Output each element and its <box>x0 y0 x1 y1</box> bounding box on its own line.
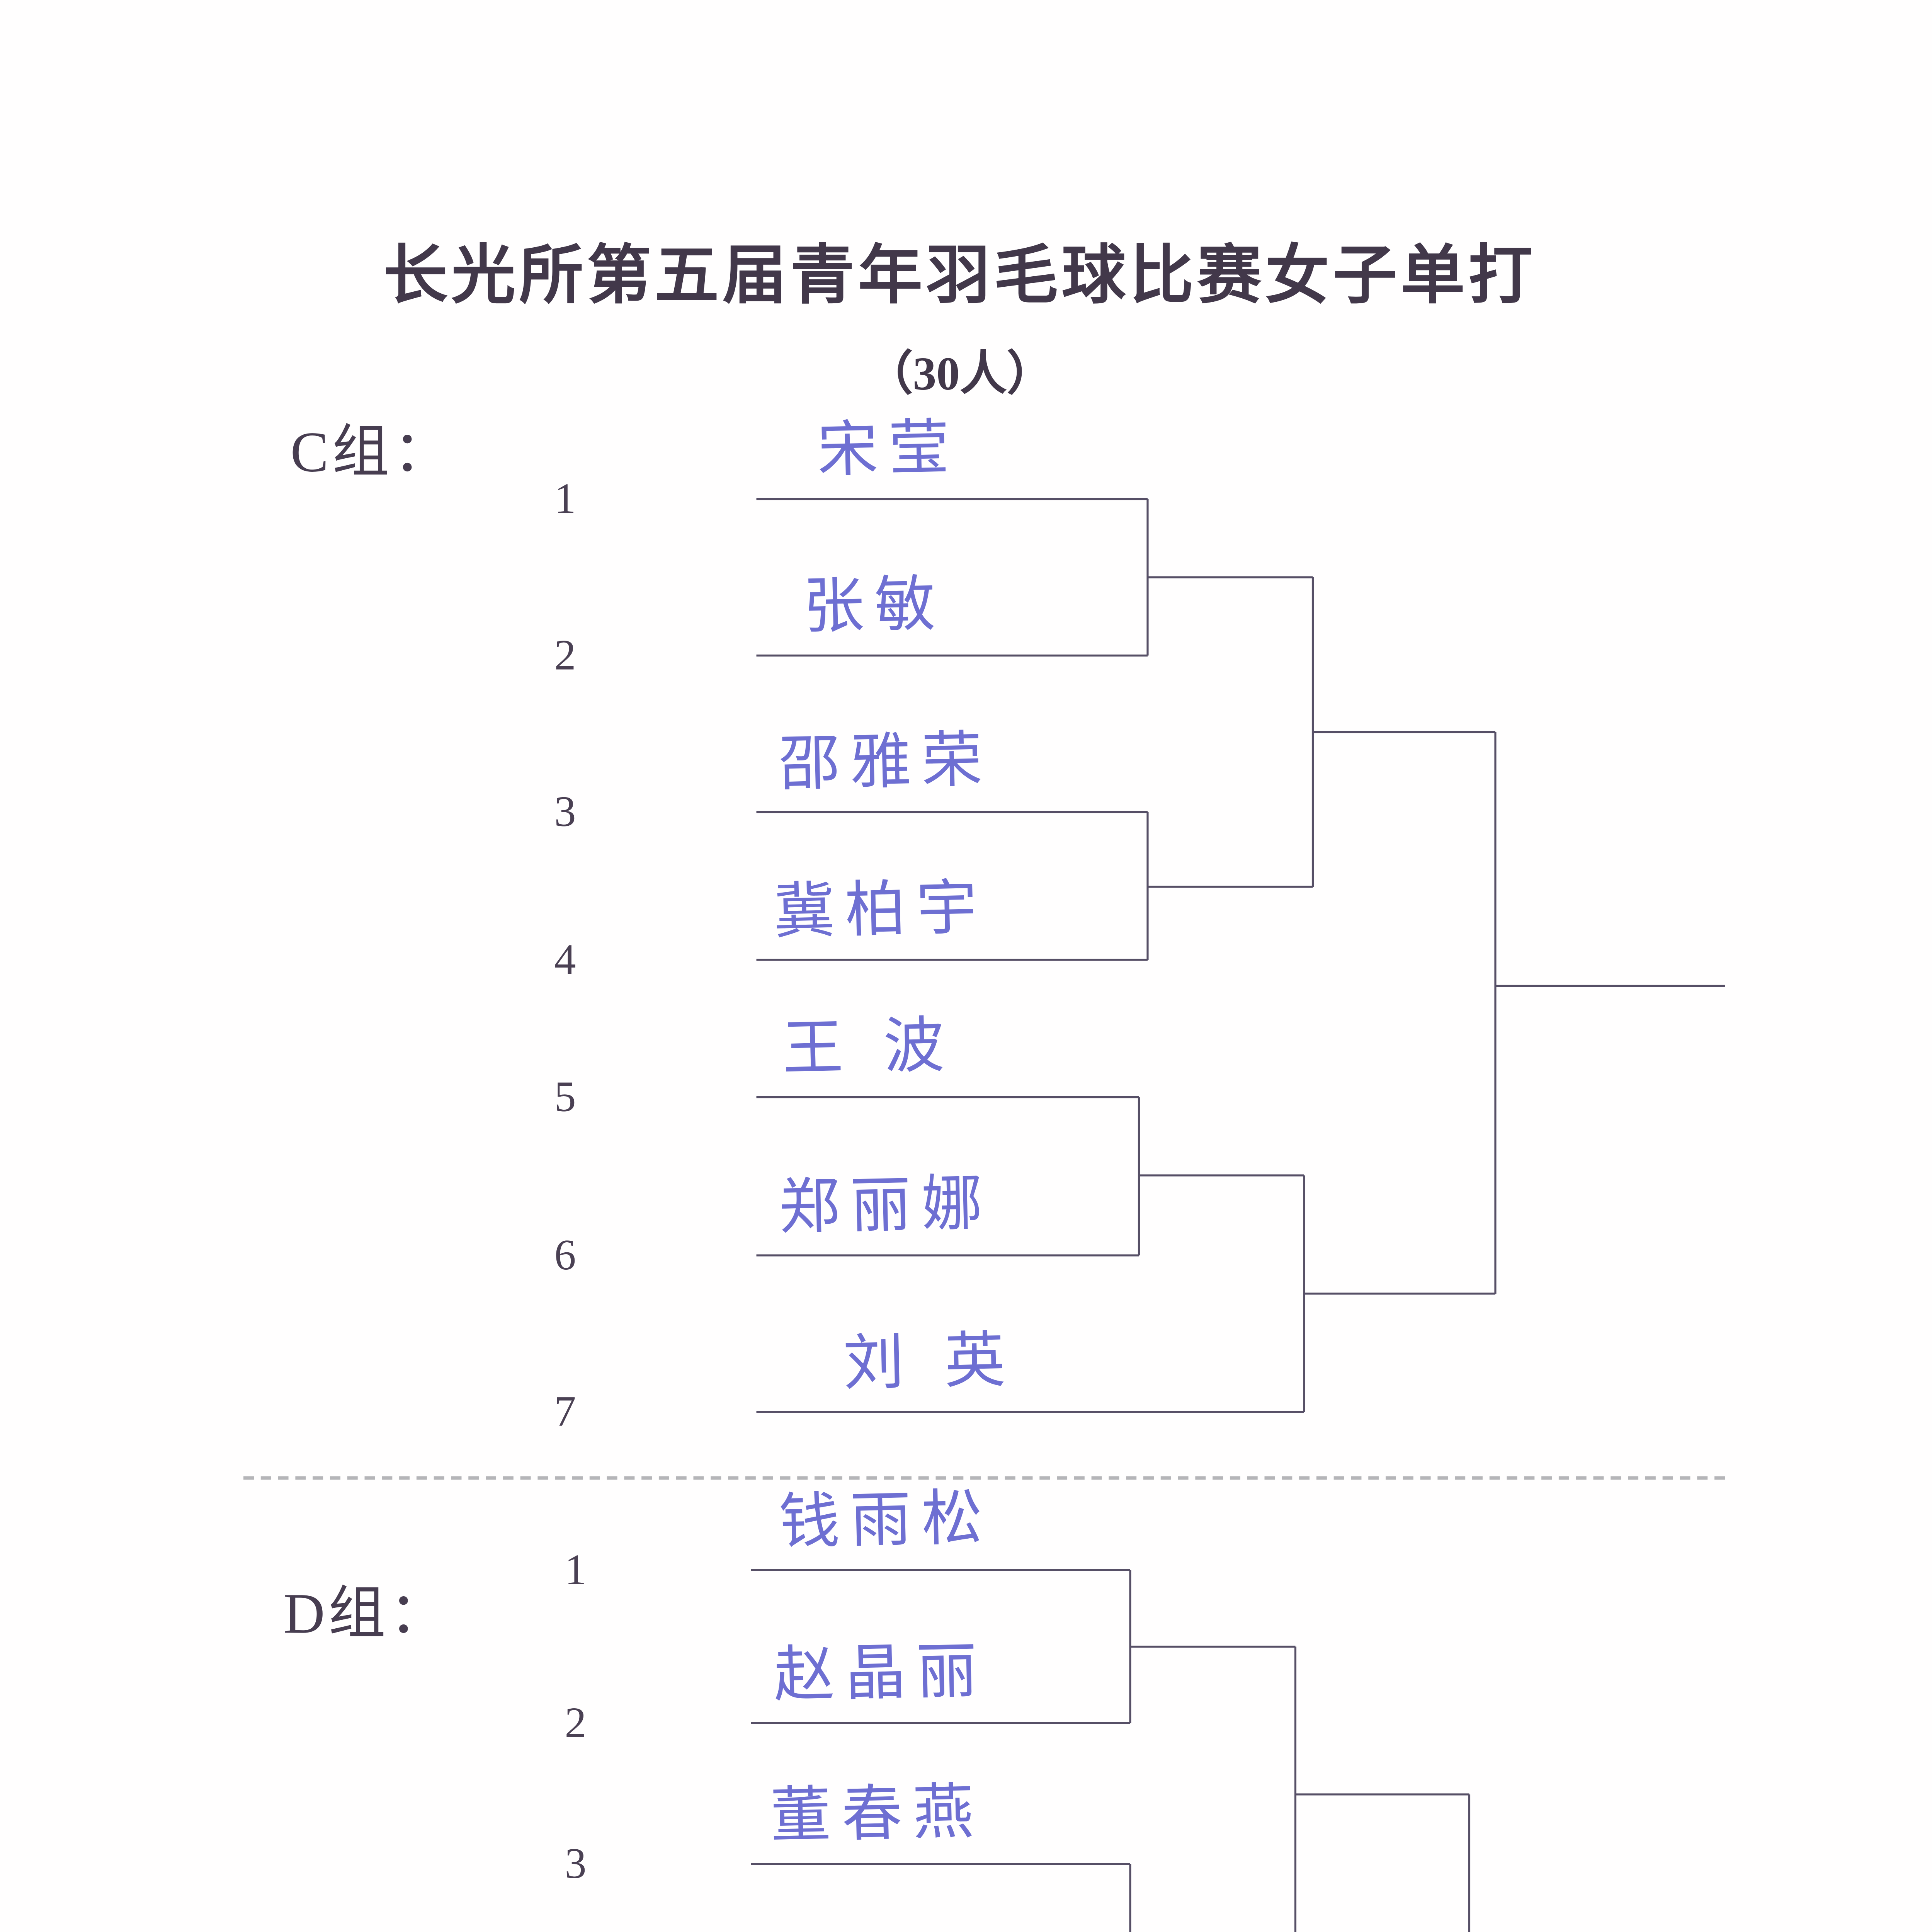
player-name-c-7: 刘 英 <box>842 1327 1017 1400</box>
group-separator-line <box>243 1476 1725 1480</box>
group-c-bracket-lines <box>756 498 1725 1413</box>
player-name-c-4: 冀柏宇 <box>773 874 988 948</box>
seed-d-1: 1 <box>565 1548 587 1595</box>
seed-c-4: 4 <box>554 937 576 985</box>
player-name-d-3: 董春燕 <box>769 1778 985 1852</box>
group-c-label: C组： <box>290 422 454 485</box>
player-name-c-3: 邵雅荣 <box>778 726 994 801</box>
seed-c-2: 2 <box>554 633 576 680</box>
group-d-label: D组： <box>283 1584 450 1647</box>
player-name-c-6: 郑丽娜 <box>778 1170 994 1244</box>
player-name-c-5: 王 波 <box>782 1012 956 1085</box>
participant-count: （30人） <box>866 348 1054 400</box>
seed-c-3: 3 <box>554 789 576 837</box>
player-name-d-2: 赵晶丽 <box>773 1637 988 1712</box>
page-title: 长光所第五届青年羽毛球比赛女子单打 <box>383 242 1536 313</box>
seed-c-6: 6 <box>554 1233 576 1280</box>
player-name-c-1: 宋莹 <box>816 414 961 487</box>
player-name-c-2: 张敏 <box>803 570 947 643</box>
seed-c-7: 7 <box>554 1389 576 1437</box>
player-name-d-1: 钱雨松 <box>778 1484 994 1559</box>
seed-d-2: 2 <box>565 1701 587 1748</box>
seed-c-5: 5 <box>554 1075 576 1122</box>
seed-d-3: 3 <box>565 1841 587 1889</box>
group-d-bracket-lines <box>751 1569 1471 1932</box>
seed-c-1: 1 <box>554 476 576 524</box>
